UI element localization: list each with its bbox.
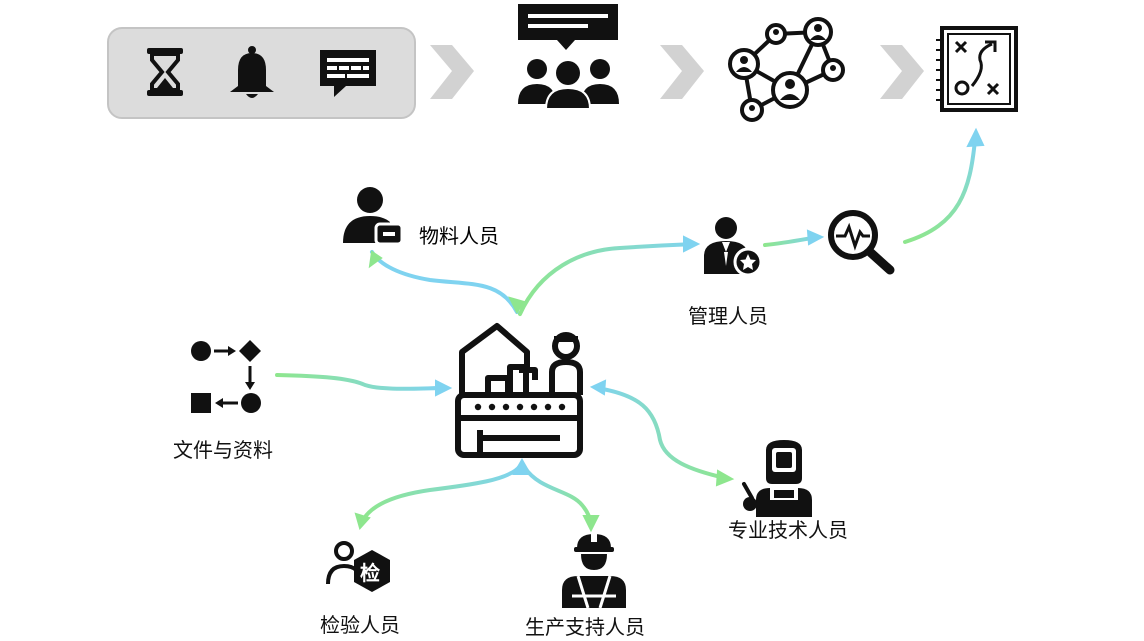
network-icon	[728, 17, 845, 122]
workflow-icon	[191, 340, 261, 413]
inspection-staff-label: 检验人员	[320, 613, 400, 637]
management-staff-label: 管理人员	[688, 304, 768, 328]
chevron-arrow-2	[660, 45, 704, 99]
worker-icon	[562, 532, 626, 609]
factory-icon	[455, 323, 583, 458]
material-staff-label: 物料人员	[419, 224, 499, 248]
technical-staff-label: 专业技术人员	[728, 518, 848, 542]
hourglass-icon	[147, 48, 183, 96]
chevron-arrow-3	[880, 45, 924, 99]
chevron-arrow-1	[430, 45, 474, 99]
arrows	[275, 127, 985, 533]
inspector-icon: 检	[326, 541, 390, 592]
message-icon	[320, 50, 376, 97]
production-staff-label: 生产支持人员	[525, 615, 645, 639]
material-person-icon	[343, 187, 404, 246]
monitor-icon	[828, 210, 895, 275]
welder-icon	[742, 440, 812, 517]
strategy-icon	[936, 26, 1018, 112]
bell-icon	[230, 46, 274, 98]
meeting-icon	[518, 4, 619, 110]
documents-label: 文件与资料	[173, 438, 273, 462]
manager-icon	[704, 217, 763, 277]
inspection-badge-text: 检	[360, 561, 380, 585]
